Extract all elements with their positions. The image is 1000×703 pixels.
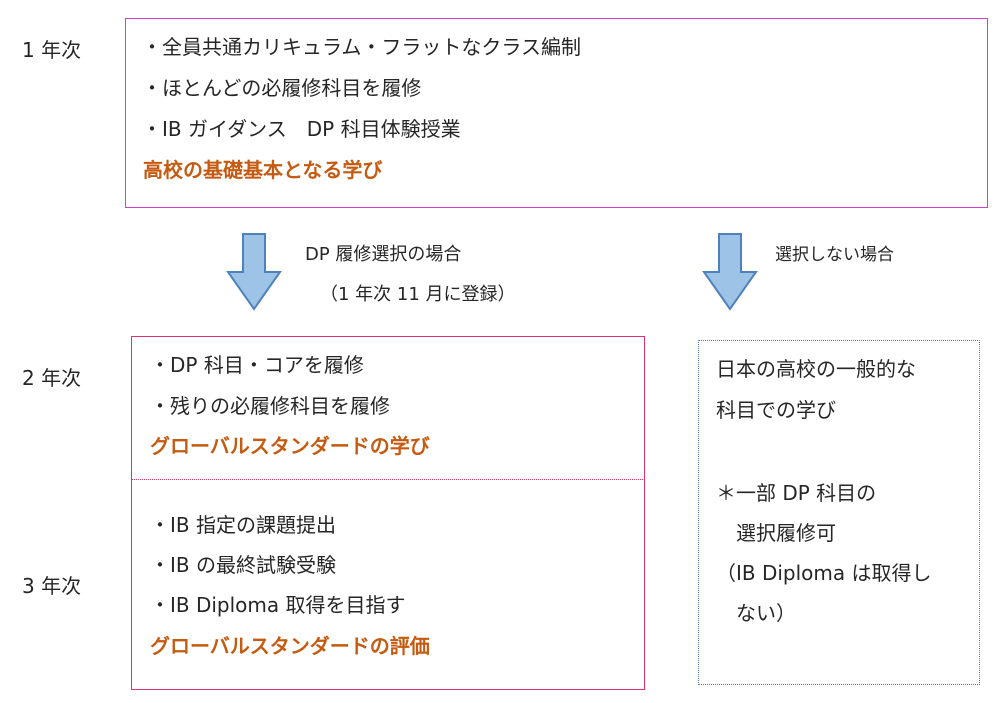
arrow-down-other-icon	[702, 232, 758, 312]
dp-branch-label: DP 履修選択の場合	[305, 244, 462, 265]
non-dp-line-5: （IB Diploma は取得し	[716, 561, 932, 585]
year1-item-1: ・全員共通カリキュラム・フラットなクラス編制	[142, 35, 581, 59]
arrow-down-dp-icon	[226, 232, 282, 312]
year2-3-divider	[131, 479, 645, 480]
year1-item-2: ・ほとんどの必履修科目を履修	[142, 76, 422, 100]
year3-item-1: ・IB 指定の課題提出	[150, 513, 336, 537]
year2-item-2: ・残りの必履修科目を履修	[150, 394, 390, 418]
non-dp-box	[698, 340, 980, 685]
year2-3-box	[131, 336, 645, 690]
non-dp-line-6: ない）	[716, 601, 796, 625]
year3-emphasis: グローバルスタンダードの評価	[150, 634, 430, 658]
non-dp-line-4: 選択履修可	[716, 521, 836, 545]
year3-label: 3 年次	[22, 574, 82, 598]
year1-box	[125, 18, 988, 208]
other-branch-label: 選択しない場合	[775, 245, 894, 265]
year1-item-3: ・IB ガイダンス DP 科目体験授業	[142, 117, 461, 141]
year3-item-2: ・IB の最終試験受験	[150, 553, 336, 577]
year2-item-1: ・DP 科目・コアを履修	[150, 353, 364, 377]
dp-branch-note: （1 年次 11 月に登録）	[320, 284, 516, 305]
non-dp-line-1: 日本の高校の一般的な	[716, 357, 916, 381]
non-dp-line-2: 科目での学び	[716, 398, 836, 422]
non-dp-line-3: ＊一部 DP 科目の	[716, 481, 877, 505]
year2-label: 2 年次	[22, 366, 82, 390]
year1-emphasis: 高校の基礎基本となる学び	[143, 158, 383, 182]
year2-emphasis: グローバルスタンダードの学び	[150, 434, 430, 458]
year3-item-3: ・IB Diploma 取得を目指す	[150, 593, 406, 617]
year1-label: 1 年次	[22, 38, 82, 62]
